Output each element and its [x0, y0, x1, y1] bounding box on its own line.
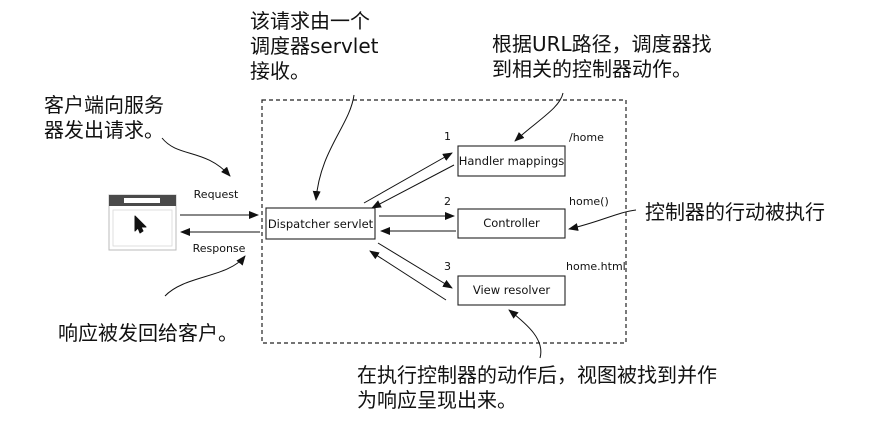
- step-3-number: 3: [444, 260, 451, 273]
- controller-label: Controller: [483, 216, 540, 230]
- annotation-view-render: 在执行控制器的动作后，视图被找到并作 为响应呈现出来。: [357, 363, 717, 413]
- pointer-controller-exec: [568, 209, 637, 231]
- pointer-response-back: [164, 255, 246, 297]
- annotation-line: 接收。: [250, 59, 310, 83]
- annotation-line: 调度器servlet: [250, 34, 379, 58]
- annotation-controller-exec: 控制器的行动被执行: [645, 200, 825, 225]
- annotation-dispatcher-receive: 该请求由一个 调度器servlet 接收。: [250, 9, 379, 84]
- step-2-number: 2: [444, 195, 451, 208]
- annotation-line: 根据URL路径，调度器找: [492, 32, 712, 56]
- path-home: /home: [569, 131, 604, 144]
- annotation-response-back: 响应被发回给客户。: [58, 321, 238, 346]
- handler-mappings-box: Handler mappings: [457, 145, 566, 177]
- annotation-line: 为响应呈现出来。: [357, 388, 517, 412]
- mouse-cursor-icon: [134, 215, 147, 234]
- pointer-client-request: [161, 137, 231, 177]
- annotation-line: 响应被发回给客户。: [58, 321, 238, 345]
- path-home-method: home(): [569, 195, 609, 208]
- pointer-handler-lookup: [514, 92, 564, 142]
- arrow-view-to-dispatcher: [369, 250, 447, 301]
- step-1-number: 1: [444, 130, 451, 143]
- arrow-handler-to-dispatcher: [371, 164, 455, 209]
- view-resolver-box: View resolver: [457, 275, 566, 306]
- path-home-html: home.html: [566, 260, 626, 273]
- annotation-line: 器发出请求。: [44, 118, 164, 142]
- pointer-view-render: [508, 309, 542, 359]
- annotation-handler-lookup: 根据URL路径，调度器找 到相关的控制器动作。: [492, 32, 712, 82]
- annotation-line: 客户端向服务: [44, 93, 164, 117]
- browser-window-icon: [108, 194, 177, 251]
- annotation-line: 该请求由一个: [250, 9, 370, 33]
- response-label: Response: [193, 242, 246, 255]
- server-boundary: [261, 99, 627, 344]
- annotation-client-request: 客户端向服务 器发出请求。: [44, 93, 164, 143]
- arrow-dispatcher-to-handler: [363, 152, 453, 204]
- view-resolver-label: View resolver: [473, 283, 551, 297]
- dispatcher-servlet-label: Dispatcher servlet: [268, 217, 374, 231]
- annotation-line: 在执行控制器的动作后，视图被找到并作: [357, 363, 717, 387]
- arrow-dispatcher-to-view: [377, 242, 453, 289]
- request-label: Request: [194, 188, 239, 201]
- handler-mappings-label: Handler mappings: [459, 154, 565, 168]
- annotation-line: 控制器的行动被执行: [645, 200, 825, 224]
- annotation-line: 到相关的控制器动作。: [492, 57, 692, 81]
- pointer-dispatcher-receive: [312, 94, 355, 201]
- controller-box: Controller: [457, 208, 566, 239]
- dispatcher-servlet-box: Dispatcher servlet: [265, 207, 376, 240]
